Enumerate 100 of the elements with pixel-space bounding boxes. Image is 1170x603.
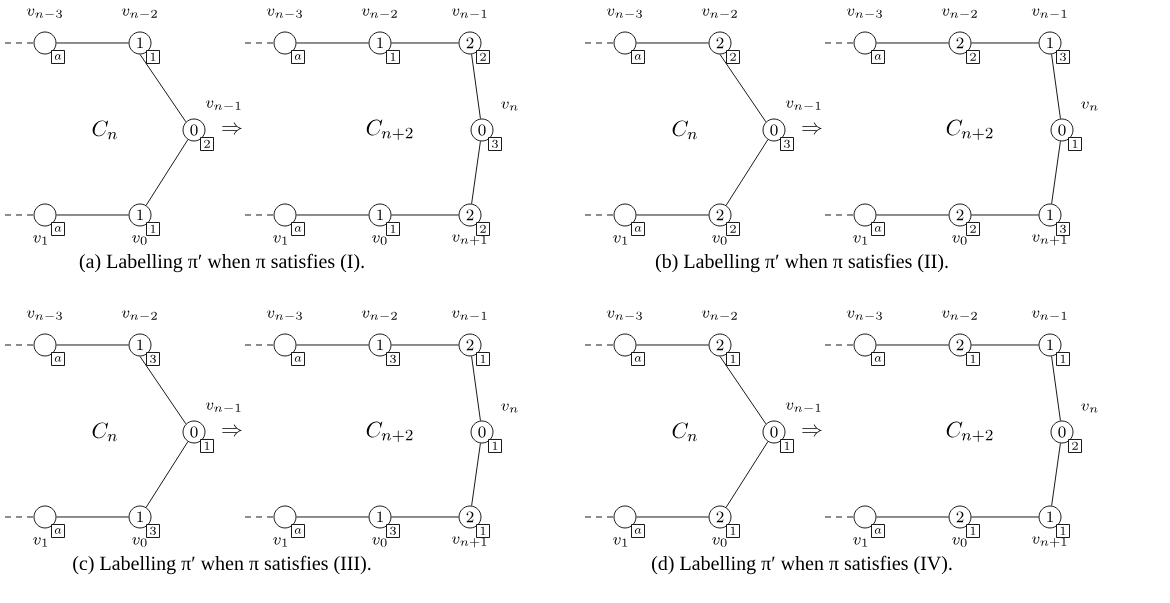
vertex-label: $v_0$: [372, 235, 387, 245]
edge-line: [145, 139, 189, 206]
vertex-label: $v_{n-3}$: [26, 310, 62, 320]
vertex-label: $v_{n+1}$: [1031, 536, 1067, 548]
label-square: $a$: [51, 222, 65, 236]
edge-line: [391, 42, 459, 44]
vertex-label: $v_1$: [613, 235, 628, 245]
edge-line: [971, 42, 1039, 44]
vertex-label: $v_1$: [613, 537, 628, 547]
dashed-line: [824, 42, 854, 44]
label-square: $1$: [146, 50, 160, 64]
label-square: $3$: [386, 352, 400, 366]
edge-line: [876, 42, 949, 44]
label-square: $2$: [1068, 439, 1082, 453]
label-square: $1$: [488, 439, 502, 453]
vertex-label: $v_{n-2}$: [121, 8, 157, 18]
edge-line: [971, 344, 1039, 346]
edge-line: [636, 42, 709, 44]
edge-line: [139, 54, 187, 123]
label-square: $1$: [1056, 524, 1070, 538]
vertex-label: $v_{n-1}$: [451, 310, 487, 320]
edge-line: [391, 344, 459, 346]
vertex-label: $v_{n-3}$: [846, 8, 882, 18]
label-square: $2$: [476, 50, 490, 64]
edge-line: [145, 441, 189, 508]
vertex-label: $v_1$: [853, 537, 868, 547]
label-square: $1$: [780, 439, 794, 453]
graph-label: $C_n$: [672, 422, 697, 442]
label-square: $2$: [726, 222, 740, 236]
graph-label: $C_n$: [92, 120, 117, 140]
label-square: $a$: [51, 352, 65, 366]
dashed-line: [244, 516, 274, 518]
edge-line: [471, 140, 481, 205]
edge-line: [471, 355, 481, 422]
label-square: $1$: [476, 352, 490, 366]
edge-line: [971, 214, 1039, 216]
label-square: $3$: [780, 137, 794, 151]
label-square: $a$: [871, 352, 885, 366]
implies-symbol: $\Rightarrow$: [222, 424, 242, 437]
graph-label: $C_{n+2}$: [946, 119, 993, 140]
vertex-label: $v_n$: [501, 101, 518, 111]
vertex-label: $v_{n-1}$: [451, 8, 487, 18]
edge-line: [1051, 53, 1061, 120]
graph-label: $C_{n+2}$: [366, 119, 413, 140]
caption: (c) Labelling π′ when π satisfies (III).: [73, 555, 371, 575]
vertex-label: $v_{n-1}$: [785, 402, 821, 412]
vertex-label: $v_0$: [132, 537, 147, 547]
dashed-line: [584, 516, 614, 518]
caption: (d) Labelling π′ when π satisfies (IV).: [652, 555, 952, 575]
vertex-label: $v_n$: [501, 403, 518, 413]
label-square: $1$: [1068, 137, 1082, 151]
edge-line: [636, 516, 709, 518]
vertex-label: $v_{n-3}$: [26, 8, 62, 18]
label-square: $1$: [726, 524, 740, 538]
dashed-line: [824, 344, 854, 346]
vertex-label: $v_0$: [712, 235, 727, 245]
implies-symbol: $\Rightarrow$: [222, 122, 242, 135]
label-square: $a$: [631, 524, 645, 538]
vertex-label: $v_{n-1}$: [205, 402, 241, 412]
label-square: $a$: [51, 524, 65, 538]
edge-line: [56, 516, 129, 518]
edge-line: [56, 214, 129, 216]
vertex-label: $v_n$: [1081, 403, 1098, 413]
vertex-label: $v_{n-2}$: [941, 8, 977, 18]
label-square: $3$: [1056, 50, 1070, 64]
vertex-label: $v_n$: [1081, 101, 1098, 111]
edge-line: [1051, 442, 1061, 507]
vertex-label: $v_0$: [132, 235, 147, 245]
vertex-label: $v_0$: [372, 537, 387, 547]
label-square: $2$: [966, 222, 980, 236]
graph-label: $C_n$: [672, 120, 697, 140]
edge-line: [636, 214, 709, 216]
vertex-label: $v_1$: [273, 235, 288, 245]
label-square: $3$: [386, 524, 400, 538]
caption: (a) Labelling π′ when π satisfies (I).: [79, 253, 364, 273]
implies-symbol: $\Rightarrow$: [802, 122, 822, 135]
vertex-label: $v_0$: [952, 537, 967, 547]
label-square: $2$: [476, 222, 490, 236]
edge-line: [296, 214, 369, 216]
label-square: $1$: [386, 50, 400, 64]
caption: (b) Labelling π′ when π satisfies (II).: [655, 253, 948, 273]
edge-line: [471, 53, 481, 120]
vertex-label: $v_{n-3}$: [606, 8, 642, 18]
vertex-label: $v_0$: [952, 235, 967, 245]
vertex-label: $v_{n-2}$: [361, 8, 397, 18]
edge-line: [391, 214, 459, 216]
label-square: $2$: [966, 50, 980, 64]
label-square: $1$: [1056, 352, 1070, 366]
label-square: $a$: [291, 352, 305, 366]
edge-line: [471, 442, 481, 507]
edge-line: [725, 139, 769, 206]
label-square: $2$: [726, 50, 740, 64]
implies-symbol: $\Rightarrow$: [802, 424, 822, 437]
edge-line: [876, 214, 949, 216]
vertex-label: $v_{n-3}$: [846, 310, 882, 320]
vertex-label: $v_1$: [273, 537, 288, 547]
label-square: $1$: [966, 352, 980, 366]
label-square: $3$: [146, 524, 160, 538]
edge-line: [296, 344, 369, 346]
dashed-line: [244, 42, 274, 44]
